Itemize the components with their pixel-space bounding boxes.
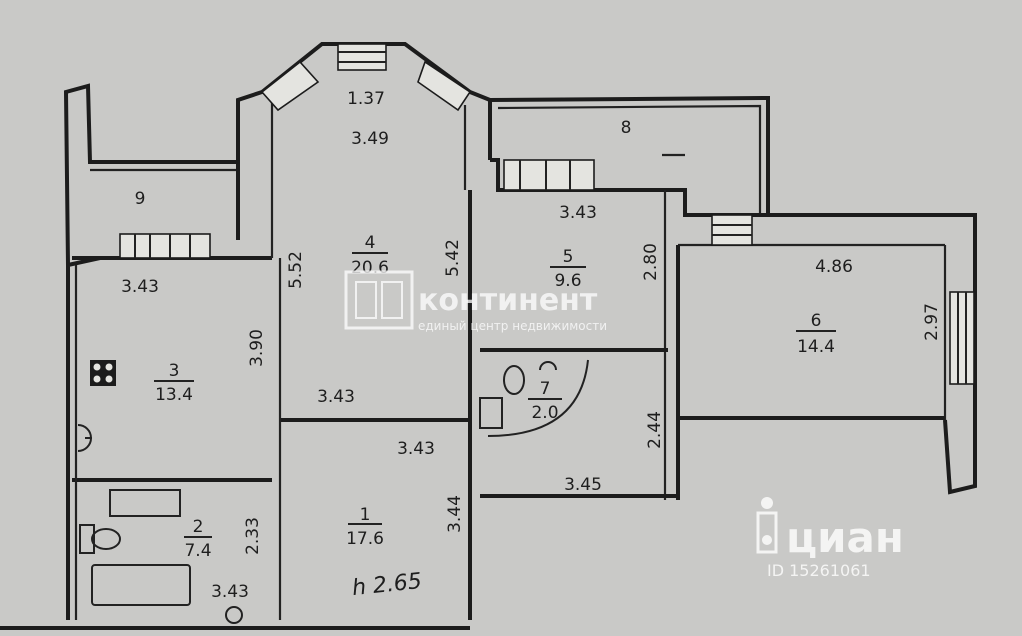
cian-name: циан <box>786 513 904 562</box>
room-area-1: 17.6 <box>346 529 384 549</box>
dimension-labels: 1.37 3.49 3.43 3.43 4.86 3.43 3.43 3.45 … <box>121 89 942 602</box>
room-area-6: 14.4 <box>797 337 835 357</box>
kontinent-name: континент <box>418 283 598 318</box>
dim-5-42: 5.42 <box>443 239 463 277</box>
dim-3-43-hall-a: 3.43 <box>317 387 355 407</box>
dim-3-90: 3.90 <box>247 329 267 367</box>
dim-2-44: 2.44 <box>645 411 665 449</box>
room-number-8: 8 <box>621 118 632 138</box>
fixtures <box>77 359 589 624</box>
room-number-1: 1 <box>360 505 371 525</box>
dim-4-86: 4.86 <box>815 257 853 277</box>
kontinent-tagline: единый центр недвижимости <box>418 319 607 333</box>
cian-id: ID 15261061 <box>767 561 871 580</box>
windows <box>119 43 975 385</box>
dim-1-37: 1.37 <box>347 89 385 109</box>
room-area-4: 20.6 <box>351 258 389 278</box>
cian-watermark: циан ID 15261061 <box>756 497 904 580</box>
dim-2-97: 2.97 <box>922 303 942 341</box>
dim-2-80: 2.80 <box>641 243 661 281</box>
toilet-icon <box>79 524 121 554</box>
dim-3-44: 3.44 <box>445 495 465 533</box>
room-area-7: 2.0 <box>531 403 558 423</box>
kontinent-logo-icon <box>344 270 414 330</box>
room-number-3: 3 <box>169 361 180 381</box>
kontinent-watermark: континент единый центр недвижимости <box>344 270 607 333</box>
sink-icon <box>77 424 92 452</box>
dim-3-43-room5: 3.43 <box>559 203 597 223</box>
dim-3-43-bath: 3.43 <box>211 582 249 602</box>
room-number-9: 9 <box>135 189 146 209</box>
room-number-6: 6 <box>811 311 822 331</box>
bathtub-icon <box>91 564 191 606</box>
dim-2-33: 2.33 <box>243 517 263 555</box>
room-number-5: 5 <box>563 247 574 267</box>
stove-icon <box>90 360 116 386</box>
dim-3-43-hall-b: 3.43 <box>397 439 435 459</box>
drain-icon <box>225 606 243 624</box>
room-area-5: 9.6 <box>554 271 581 291</box>
dim-5-52: 5.52 <box>286 251 306 289</box>
room-number-4: 4 <box>365 233 376 253</box>
bathroom-counter <box>109 489 181 517</box>
closet-fixtures <box>479 359 589 437</box>
dim-3-43-balcony: 3.43 <box>121 277 159 297</box>
room-area-3: 13.4 <box>155 385 193 405</box>
dim-3-45: 3.45 <box>564 475 602 495</box>
dim-3-49: 3.49 <box>351 129 389 149</box>
room-area-2: 7.4 <box>184 541 211 561</box>
ceiling-height-note: h 2.65 <box>351 569 423 601</box>
room-number-2: 2 <box>193 517 204 537</box>
room-number-7: 7 <box>540 379 551 399</box>
cian-logo-icon <box>756 497 778 554</box>
